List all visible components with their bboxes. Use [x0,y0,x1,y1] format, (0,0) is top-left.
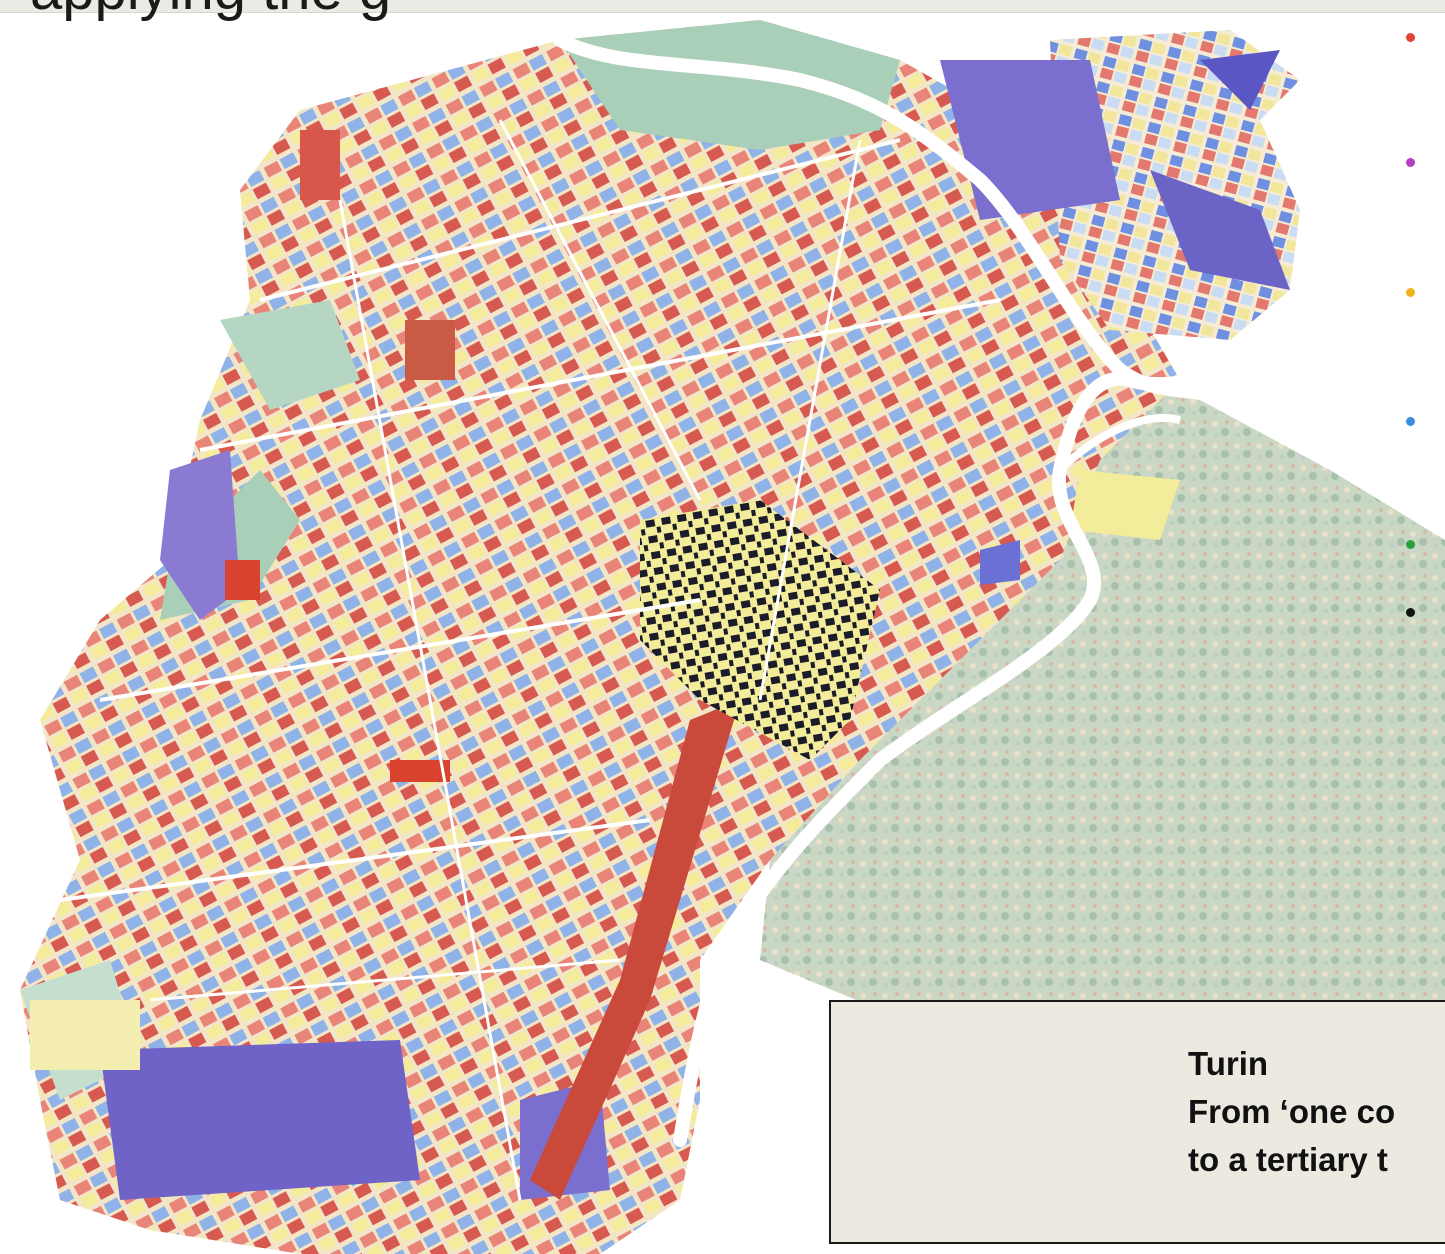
red-zone-1 [300,130,340,200]
red-zone-4 [390,760,450,782]
legend-dot-yellow [1406,288,1415,297]
legend-dot-purple [1406,158,1415,167]
road-4 [59,818,651,902]
road-2 [199,298,1001,452]
green-zone-park [220,300,360,410]
river-tributary [1057,414,1181,473]
red-corridor [530,700,740,1200]
legend-dot-red [1406,33,1415,42]
legend-dot-black [1406,608,1415,617]
yellow-zone-2 [30,1000,140,1070]
legend-dot-blue [1406,417,1415,426]
hills-area [760,380,1445,1010]
purple-zone-south [100,1040,420,1200]
road-1 [259,138,901,302]
yellow-zone-1 [1070,470,1180,540]
purple-zone-northeast [1150,170,1290,290]
page-title-fragment: applying the g [30,0,391,23]
caption-line-3: to a tertiary t [1188,1141,1388,1178]
red-zone-3 [225,560,260,600]
purple-zone-northeast-small [1200,50,1280,110]
caption-box: Turin From ‘one co to a tertiary t [829,1000,1445,1244]
purple-zone-west [160,450,240,620]
green-zone-north [560,20,900,150]
blue-zone-1 [980,540,1020,585]
road-6 [338,199,522,1201]
road-7 [758,139,862,701]
river-po [553,33,1244,1147]
road-8 [149,958,621,1002]
caption-line-1: Turin [1188,1045,1269,1082]
top-strip [0,0,1445,13]
historic-center [640,500,880,760]
caption-line-2: From ‘one co [1188,1093,1396,1130]
red-zone-2 [405,320,455,380]
road-5 [498,119,702,501]
road-3 [99,598,701,702]
legend-dot-green [1406,540,1415,549]
